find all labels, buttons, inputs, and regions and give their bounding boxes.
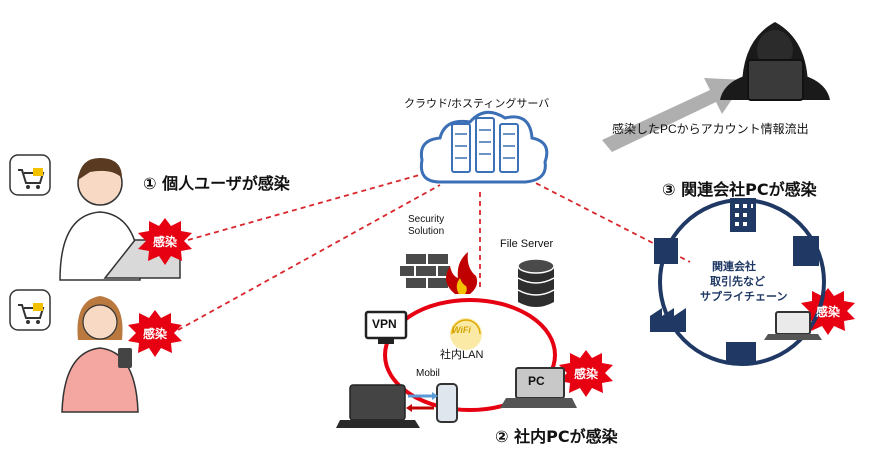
mobil-label: Mobil [416, 368, 440, 379]
affiliate-label-2: 取引先など [710, 275, 765, 288]
vpn-label: VPN [372, 317, 397, 331]
building-icon [730, 198, 756, 232]
security-solution-label-1: Security [408, 214, 445, 225]
vpn-device-icon [364, 310, 408, 344]
firewall-icon [400, 252, 478, 294]
file-server-label: File Server [500, 238, 554, 250]
affiliate-laptop-icon [764, 311, 822, 340]
link-cloud-affiliate [519, 174, 691, 263]
cloud-server-label: クラウド/ホスティングサーバ [404, 98, 550, 110]
stage-1-title: ① 個人ユーザが感染 [143, 174, 290, 193]
personal-user-1 [9, 154, 181, 281]
exfiltration-label: 感染したPCからアカウント情報流出 [612, 122, 809, 136]
affiliate-network [650, 198, 826, 366]
stage-3-title: ③ 関連会社PCが感染 [662, 180, 817, 199]
building-icon [726, 342, 756, 364]
lan-label: 社内LAN [440, 349, 484, 361]
building-icon [793, 236, 819, 266]
wifi-logo-icon [450, 318, 482, 350]
infected-burst-user2 [128, 310, 182, 357]
pc-label: PC [528, 374, 545, 388]
infected-badge-user1: 感染 [153, 235, 178, 249]
factory-icon [650, 308, 686, 332]
lan-ring [383, 298, 557, 412]
infected-burst-lan-pc [559, 350, 613, 397]
hacker-icon [720, 22, 830, 101]
building-icon [654, 238, 678, 264]
mobile-laptop-icon [336, 383, 458, 428]
wifi-label: WiFi [452, 325, 471, 335]
lan-pc-icon [500, 367, 577, 408]
personal-user-2 [9, 289, 139, 413]
database-icon [517, 258, 555, 307]
affiliate-label-3: サプライチェーン [700, 290, 788, 303]
security-solution-label-2: Solution [408, 226, 445, 237]
link-user2-cloud [177, 184, 441, 331]
exfiltration-arrow [602, 78, 745, 152]
stage-2-title: ② 社内PCが感染 [495, 427, 618, 446]
infected-badge-lan-pc: 感染 [574, 367, 599, 381]
link-user1-cloud [187, 171, 431, 241]
infected-badge-affiliate: 感染 [816, 305, 841, 319]
infection-links [177, 171, 691, 331]
affiliate-label-1: 関連会社 [712, 260, 756, 273]
cloud-server-icon [419, 110, 549, 184]
infected-badge-user2: 感染 [143, 327, 168, 341]
infected-burst-user1 [138, 218, 192, 265]
